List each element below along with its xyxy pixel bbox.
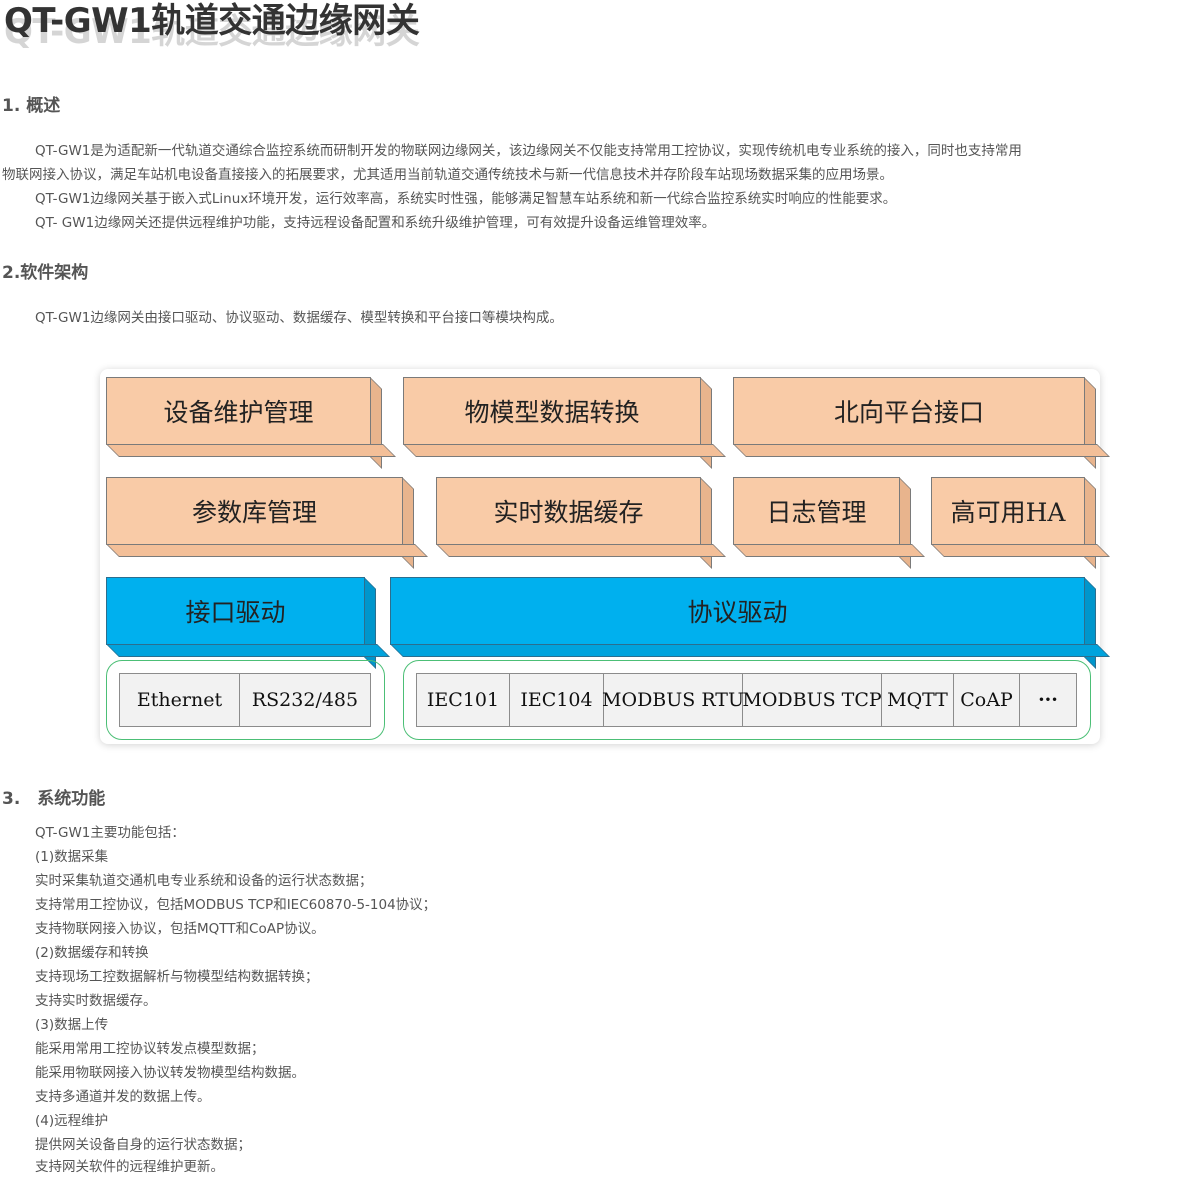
architecture-heading: 2.软件架构 [2,263,89,283]
functions-line: 支持现场工控数据解析与物模型结构数据转换； [35,969,319,985]
protocol-modbus-tcp: MODBUS TCP [742,674,882,726]
overview-heading: 1. 概述 [2,96,61,116]
overview-para1-line2: 物联网接入协议，满足车站机电设备直接接入的拓展要求，尤其适用当前轨道交通传统技术… [2,167,893,183]
overview-para3: QT- GW1边缘网关还提供远程维护功能，支持远程设备配置和系统升级维护管理，可… [35,215,716,231]
protocol-coap: CoAP [954,674,1020,726]
protocol-modbus-rtu: MODBUS RTU [602,674,744,726]
functions-line: 能采用常用工控协议转发点模型数据； [35,1041,265,1057]
interface-ethernet: Ethernet [120,674,240,726]
box-bottom [733,544,925,557]
functions-line: (3)数据上传 [35,1017,109,1033]
module-label: 高可用HA [931,477,1085,545]
functions-line: 支持实时数据缓存。 [35,993,157,1009]
module-label: 北向平台接口 [733,377,1085,445]
functions-line: QT-GW1主要功能包括： [35,825,185,841]
functions-line: (4)远程维护 [35,1113,109,1129]
protocol-group [403,660,1091,740]
protocol-iec104: IEC104 [510,674,604,726]
functions-line: (2)数据缓存和转换 [35,945,149,961]
overview-para1-line1: QT-GW1是为适配新一代轨道交通综合监控系统而研制开发的物联网边缘网关，该边缘… [35,143,1022,159]
functions-line: 支持多通道并发的数据上传。 [35,1089,211,1105]
protocol-iec101: IEC101 [417,674,510,726]
box-bottom [106,644,390,657]
module-label: 设备维护管理 [106,377,371,445]
functions-line: 支持常用工控协议，包括MODBUS TCP和IEC60870-5-104协议； [35,897,437,913]
functions-line: (1)数据采集 [35,849,109,865]
functions-line: 提供网关设备自身的运行状态数据； [35,1137,251,1153]
box-bottom [733,444,1110,457]
interface-list: Ethernet RS232/485 [119,673,371,727]
module-label: 实时数据缓存 [436,477,701,545]
box-bottom [106,444,396,457]
box-bottom [436,544,726,557]
architecture-diagram: 设备维护管理 物模型数据转换 北向平台接口 参数库管理 实时数据缓存 日志管理 … [100,369,1110,744]
functions-line: 能采用物联网接入协议转发物模型结构数据。 [35,1065,305,1081]
architecture-para: QT-GW1边缘网关由接口驱动、协议驱动、数据缓存、模型转换和平台接口等模块构成… [35,310,563,326]
protocol-list: IEC101 IEC104 MODBUS RTU MODBUS TCP MQTT… [416,673,1077,727]
page-title-text: QT-GW1轨道交通边缘网关 [4,1,420,41]
module-label: 接口驱动 [106,577,365,645]
module-label: 参数库管理 [106,477,403,545]
functions-line: 支持网关软件的远程维护更新。 [35,1159,224,1175]
interface-group [106,660,385,740]
module-label: 日志管理 [733,477,900,545]
box-bottom [403,444,726,457]
functions-line: 支持物联网接入协议，包括MQTT和CoAP协议。 [35,921,325,937]
functions-line: 实时采集轨道交通机电专业系统和设备的运行状态数据； [35,873,373,889]
protocol-mqtt: MQTT [882,674,954,726]
overview-para2: QT-GW1边缘网关基于嵌入式Linux环境开发，运行效率高，系统实时性强，能够… [35,191,897,207]
interface-rs232-485: RS232/485 [251,689,359,711]
module-label: 协议驱动 [390,577,1085,645]
box-bottom [390,644,1110,657]
box-bottom [931,544,1110,557]
functions-heading: 3. 系统功能 [2,789,106,809]
module-label: 物模型数据转换 [403,377,701,445]
page-title: QT-GW1轨道交通边缘网关 QT-GW1轨道交通边缘网关 [4,0,420,52]
protocol-more: ··· [1038,689,1058,711]
box-bottom [106,544,428,557]
page-title-shadow: QT-GW1轨道交通边缘网关 [4,12,420,52]
